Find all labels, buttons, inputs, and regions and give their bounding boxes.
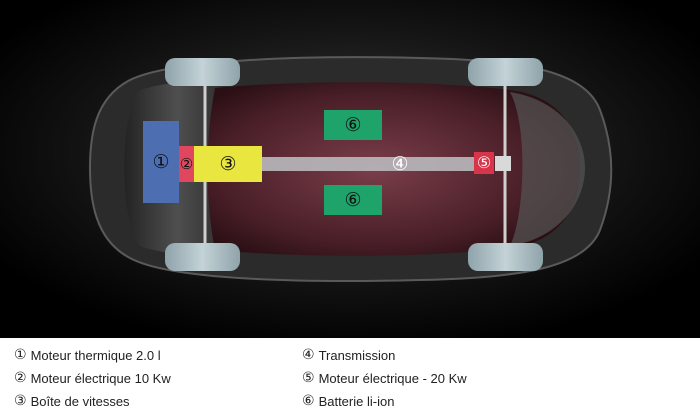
- legend-label: Moteur électrique - 20 Kw: [318, 370, 467, 386]
- legend-number: ④: [302, 347, 315, 363]
- wheel-rear-left: [468, 58, 543, 86]
- legend-label: Moteur électrique 10 Kw: [30, 370, 171, 386]
- battery-bottom-block: ⑥: [324, 185, 382, 215]
- engine-block: ①: [143, 121, 179, 203]
- motor-small-number: ②: [179, 154, 194, 173]
- battery-bottom-number: ⑥: [344, 188, 362, 211]
- legend-label: Moteur thermique 2.0 l: [30, 347, 161, 363]
- engine-number: ①: [152, 150, 170, 173]
- car-diagram: ① ② ③ ④ ⑤ ⑥ ⑥: [0, 0, 700, 338]
- gearbox-block: ③: [194, 146, 262, 182]
- transmission-label: ④: [388, 152, 412, 176]
- rear-window: [510, 92, 585, 246]
- motor-rear-number: ⑤: [476, 153, 492, 172]
- transmission-number: ④: [391, 152, 409, 175]
- battery-top-number: ⑥: [344, 113, 362, 136]
- electric-motor-rear-block: ⑤: [474, 152, 494, 174]
- wheel-front-left: [165, 58, 240, 86]
- gearbox-number: ③: [219, 152, 237, 175]
- wheel-rear-right: [468, 243, 543, 271]
- electric-motor-front-block: ②: [179, 146, 194, 182]
- legend-number: ⑤: [302, 370, 315, 386]
- legend-number: ②: [14, 370, 27, 386]
- car-top-view-illustration: [0, 0, 700, 338]
- battery-top-block: ⑥: [324, 110, 382, 140]
- wheel-front-right: [165, 243, 240, 271]
- transmission-shaft: [262, 157, 477, 171]
- legend-label: Boîte de vitesses: [30, 393, 130, 409]
- legend-number: ①: [14, 347, 27, 363]
- legend-number: ③: [14, 393, 27, 409]
- legend-label: Batterie li-ion: [318, 393, 395, 409]
- legend-label: Transmission: [318, 347, 396, 363]
- rear-connector: [495, 156, 511, 171]
- legend-number: ⑥: [302, 393, 315, 409]
